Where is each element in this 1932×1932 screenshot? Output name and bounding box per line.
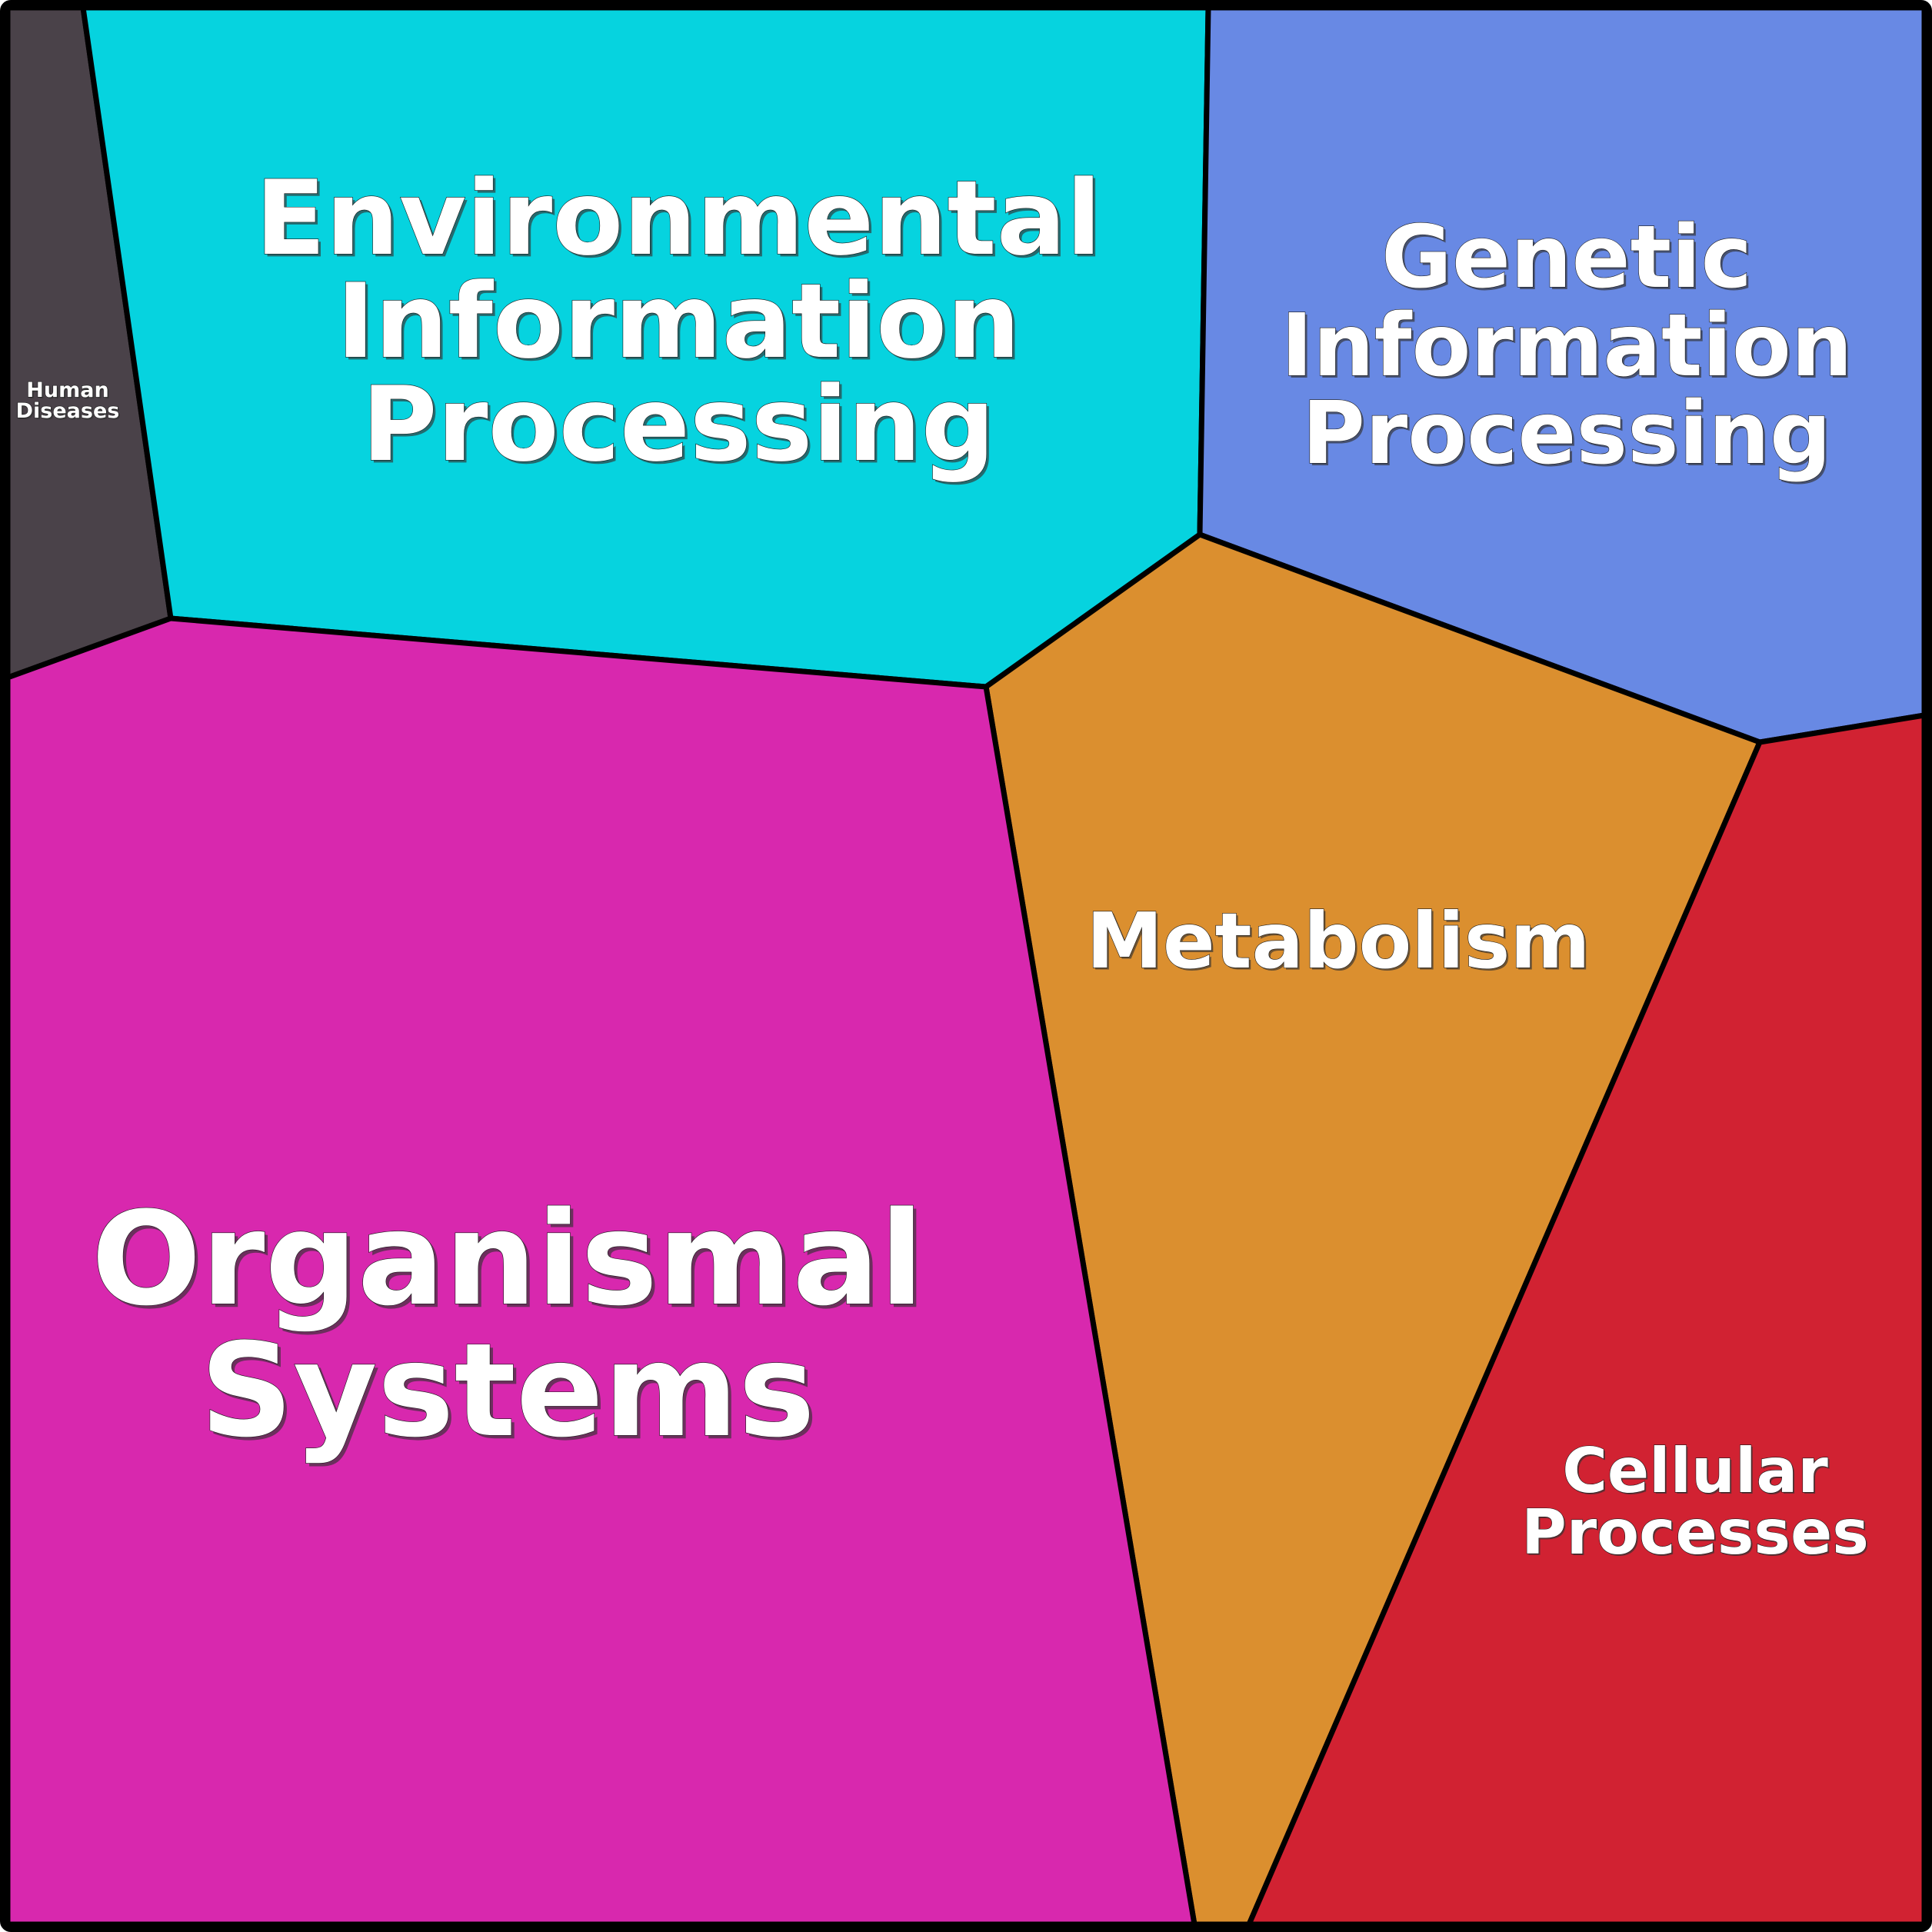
- label-shadow: Processing: [1304, 386, 1834, 486]
- label-line: Organismal: [92, 1184, 924, 1334]
- label-shadow: Processing: [365, 367, 998, 487]
- label-shadow: Systems: [203, 1318, 818, 1469]
- label-line: Diseases: [16, 399, 120, 423]
- label-line: Processes: [1521, 1497, 1869, 1568]
- label-shadow: Genetic: [1384, 210, 1754, 310]
- label-line: Cellular: [1562, 1435, 1828, 1507]
- label-shadow: Organismal: [95, 1187, 927, 1337]
- label-line: Systems: [200, 1315, 815, 1466]
- label-environmental-information-processing: EnvironmentalEnvironmentalInformationInf…: [255, 158, 1104, 487]
- label-shadow: Metabolism: [1088, 898, 1592, 988]
- label-shadow: Diseases: [18, 401, 122, 425]
- label-line: Environmental: [255, 158, 1101, 278]
- label-genetic-information-processing: GeneticGeneticInformationInformationProc…: [1281, 207, 1855, 486]
- label-line: Processing: [1302, 384, 1831, 484]
- label-shadow: Information: [339, 264, 1023, 384]
- label-line: Metabolism: [1086, 896, 1590, 986]
- label-shadow: Information: [1283, 298, 1854, 398]
- label-shadow: Processes: [1523, 1498, 1870, 1570]
- label-shadow: Environmental: [258, 161, 1104, 281]
- label-line: Processing: [361, 365, 994, 485]
- label-line: Information: [336, 261, 1020, 381]
- label-line: Information: [1281, 296, 1852, 396]
- label-line: Genetic: [1381, 208, 1752, 308]
- label-shadow: Human: [28, 380, 110, 404]
- label-shadow: Cellular: [1564, 1437, 1830, 1508]
- label-line: Human: [26, 378, 108, 402]
